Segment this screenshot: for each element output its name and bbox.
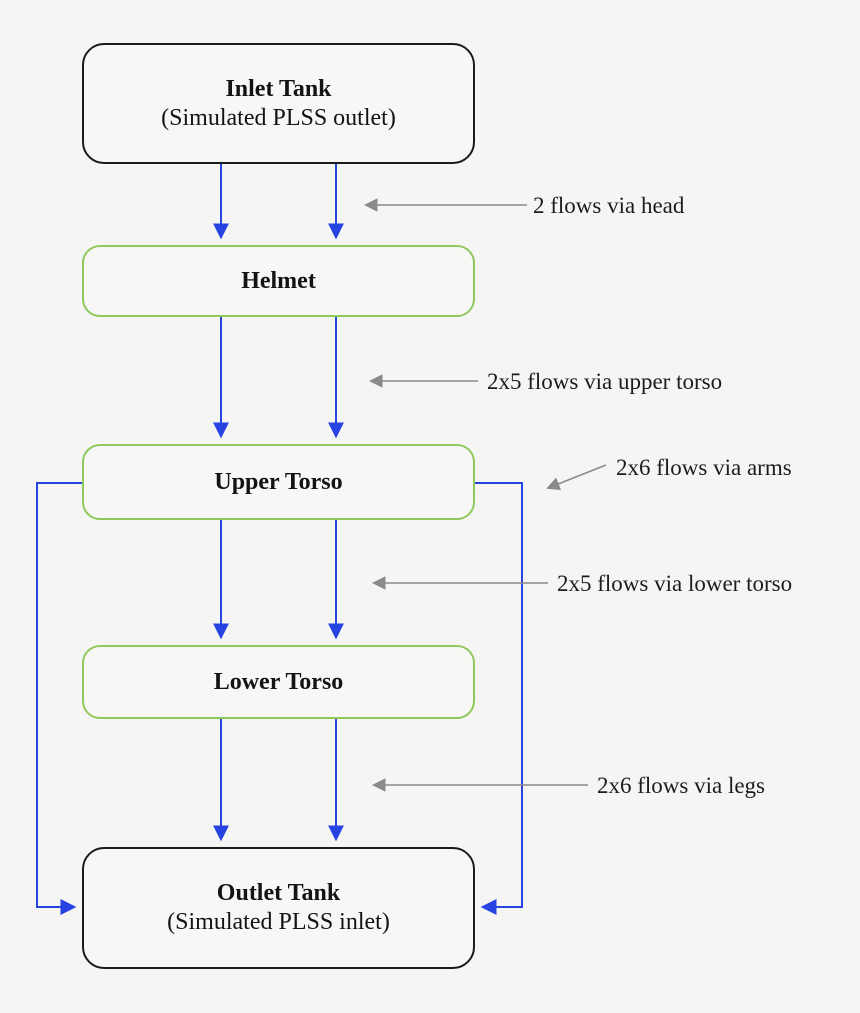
node-title: Lower Torso: [213, 668, 344, 695]
node-inlet-tank: Inlet Tank (Simulated PLSS outlet): [82, 43, 475, 164]
node-upper-torso: Upper Torso: [82, 444, 475, 520]
annotation-arms: 2x6 flows via arms: [616, 455, 792, 480]
node-title: Inlet Tank: [225, 75, 332, 102]
node-title: Outlet Tank: [216, 880, 341, 907]
annotation-arrow-arms: [546, 464, 607, 491]
annotation-lower-torso: 2x5 flows via lower torso: [557, 571, 793, 596]
node-subtitle: (Simulated PLSS inlet): [167, 909, 390, 935]
annotation-legs: 2x6 flows via legs: [597, 773, 766, 798]
annotation-head: 2 flows via head: [533, 193, 685, 218]
node-outlet-tank: Outlet Tank (Simulated PLSS inlet): [82, 847, 475, 969]
node-helmet: Helmet: [82, 245, 475, 317]
annotation-upper-torso: 2x5 flows via upper torso: [487, 369, 723, 394]
node-subtitle: (Simulated PLSS outlet): [161, 104, 396, 131]
flow-arrow-arms-bypass-left: [36, 482, 82, 915]
flow-arrow-arms-bypass-right: [475, 482, 523, 915]
node-title: Upper Torso: [214, 468, 343, 495]
node-title: Helmet: [241, 267, 316, 294]
node-lower-torso: Lower Torso: [82, 645, 475, 719]
